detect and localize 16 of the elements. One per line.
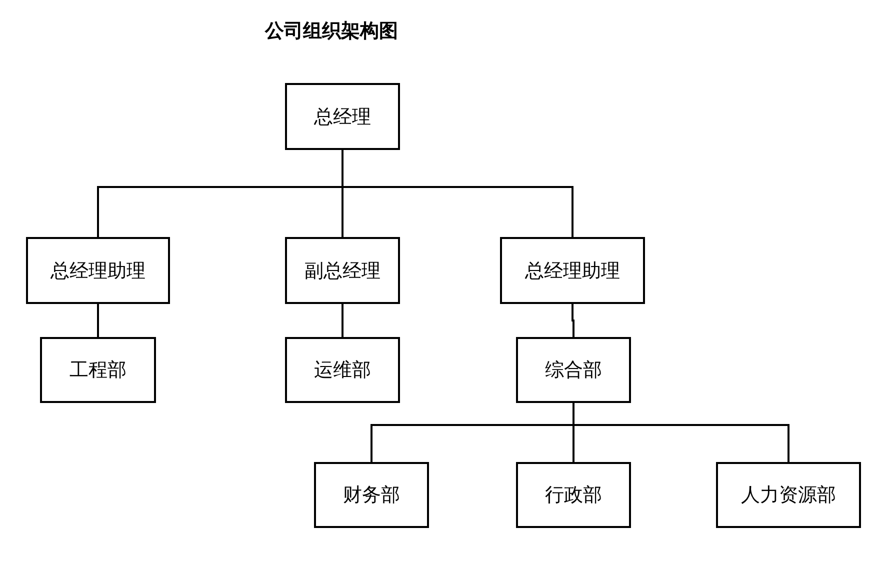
org-box: 副总经理	[285, 237, 400, 304]
connector-line	[97, 304, 99, 337]
org-box: 总经理	[285, 83, 400, 150]
org-box: 总经理助理	[26, 237, 170, 304]
connector-line	[572, 304, 574, 337]
diagram-title: 公司组织架构图	[265, 19, 398, 44]
connector-line	[572, 403, 790, 462]
org-box: 运维部	[285, 337, 400, 403]
connector-line	[342, 150, 574, 237]
org-box: 人力资源部	[716, 462, 861, 528]
org-box: 总经理助理	[500, 237, 645, 304]
org-box: 工程部	[40, 337, 156, 403]
org-box: 财务部	[314, 462, 429, 528]
connector-line	[342, 304, 344, 337]
org-box: 行政部	[516, 462, 631, 528]
org-box: 综合部	[516, 337, 631, 403]
